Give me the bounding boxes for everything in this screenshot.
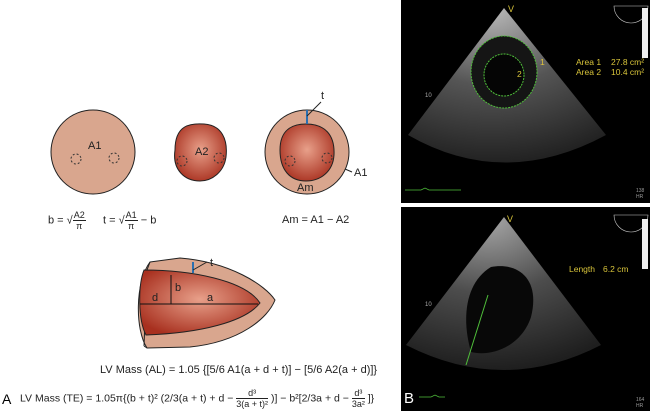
papillary-muscle: [70, 153, 82, 165]
circle-a2-label: A2: [195, 146, 209, 158]
circle-a1-label: A1: [88, 140, 102, 152]
depth-marker: 10: [425, 302, 432, 308]
ecg-trace: [405, 187, 461, 191]
view-marker: V: [507, 214, 514, 224]
ellipsoid-b-label: b: [175, 282, 182, 294]
panel-a-label: A: [2, 391, 12, 407]
endocardial-area-shape: [174, 123, 227, 182]
myocardium-area-label: Am: [297, 182, 314, 194]
epicardial-area-circle: [50, 109, 136, 195]
lv-cavity: [466, 266, 534, 354]
grayscale-bar: [642, 219, 648, 269]
lv-mass-diagram: [50, 101, 353, 349]
view-marker: V: [508, 4, 515, 14]
echo-long-axis-view: V 10 Length 6.2 cm 164 HR B: [401, 207, 650, 411]
depth-marker: 10: [425, 93, 432, 99]
ellipsoid-cavity: [139, 269, 261, 336]
ring-cavity: [279, 123, 335, 182]
thickness-label: t: [321, 90, 325, 102]
ellipsoid-a-label: a: [207, 292, 214, 304]
length-measurement-line: [465, 294, 489, 366]
area2-label: Area 2: [576, 67, 602, 77]
length-label: Length: [569, 264, 595, 274]
formula-am: Am = A1 − A2: [282, 214, 350, 226]
formula-truncated-ellipsoid: LV Mass (TE) = 1.05π{(b + t)² (2/3(a + t…: [20, 388, 375, 409]
area1-value: 27.8 cm²: [611, 57, 645, 67]
panel-b-label: B: [404, 390, 415, 407]
papillary-muscle: [176, 155, 188, 167]
outer-area-label: A1: [354, 167, 368, 179]
papillary-muscle: [108, 152, 120, 164]
contour-2-label: 2: [517, 69, 522, 79]
heart-rate: 138 HR: [636, 188, 645, 200]
contour-1-label: 1: [540, 57, 545, 67]
length-value: 6.2 cm: [603, 264, 629, 274]
papillary-muscle: [213, 152, 225, 164]
grayscale-bar: [642, 8, 648, 58]
ellipsoid-t-label: t: [210, 257, 214, 269]
heart-rate: 164 HR: [636, 397, 645, 409]
endocardial-contour: [483, 53, 525, 97]
formula-area-length: LV Mass (AL) = 1.05 {[5/6 A1(a + d + t)]…: [100, 364, 378, 376]
area1-label: Area 1: [576, 57, 602, 67]
ecg-trace: [419, 394, 445, 398]
area2-value: 10.4 cm²: [611, 67, 645, 77]
ellipsoid-d-label: d: [152, 292, 159, 304]
echo-short-axis-view: V 1 2 10 Area 1 27.8 cm² Area 2 10.4 cm²…: [401, 0, 650, 203]
